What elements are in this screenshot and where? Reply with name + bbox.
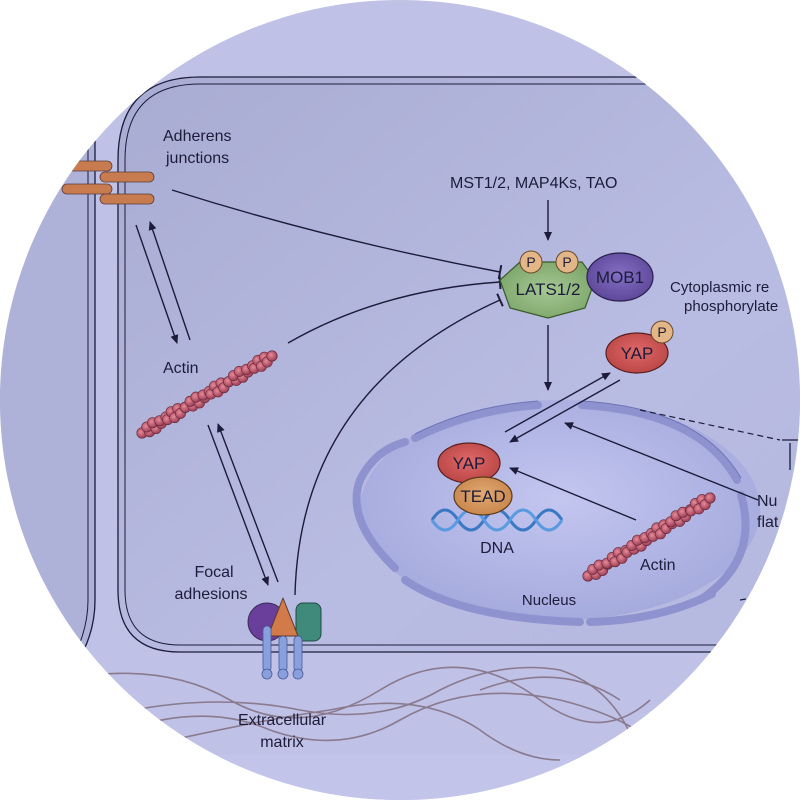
- phospho-lats-2: [555, 250, 579, 274]
- label-cytoplasmic-2: phosphorylate: [684, 298, 778, 315]
- dashed-guide-top: [639, 409, 781, 441]
- pathway-edges: [135, 189, 759, 596]
- yap-export: [504, 372, 611, 433]
- actin-to-junctions: [148, 221, 191, 341]
- yap-tead-complex: [437, 442, 513, 516]
- mob1-node: [586, 252, 654, 302]
- actin-inhibit-lats: [287, 274, 502, 344]
- label-yap-nuc: YAP: [453, 454, 486, 473]
- actin-filament-cytoplasm: [136, 350, 278, 439]
- label-dna: DNA: [480, 540, 514, 557]
- focal-to-actin: [217, 423, 279, 583]
- label-p-yap: P: [657, 324, 666, 340]
- focal-adhesion-inhibit-lats: [294, 293, 504, 596]
- flattening-to-import: [564, 422, 759, 501]
- yap-import: [509, 379, 621, 443]
- label-actin-nuc: Actin: [640, 557, 676, 574]
- lower-band: [0, 755, 800, 800]
- actin-to-focal: [207, 424, 269, 586]
- label-adherens-1: Adherens: [163, 128, 232, 145]
- tead-node: [453, 476, 513, 516]
- label-nuclear-flat-1: Nu: [757, 493, 777, 510]
- nuclear-envelope-outline: [414, 400, 742, 479]
- label-lats: LATS1/2: [516, 280, 581, 299]
- lats-complex: [499, 250, 654, 319]
- label-ecm-2: matrix: [260, 734, 304, 751]
- label-mob1: MOB1: [596, 268, 644, 287]
- junctions-to-actin: [135, 224, 179, 344]
- label-adherens-2: junctions: [165, 150, 229, 167]
- actin-bead: [704, 492, 716, 504]
- junctions-inhibit-lats: [171, 189, 503, 280]
- label-focal-2: adhesions: [175, 586, 248, 603]
- actin-bead: [266, 350, 278, 362]
- nuclear-envelope: [352, 401, 750, 626]
- yap-cytoplasm: [605, 320, 674, 374]
- phospho-yap: [650, 320, 674, 344]
- phospho-lats-1: [519, 250, 543, 274]
- label-upstream-kinases: MST1/2, MAP4Ks, TAO: [450, 175, 617, 192]
- flattening-bracket: [782, 439, 800, 470]
- label-tead: TEAD: [460, 487, 505, 506]
- ecm-fibers: [59, 666, 651, 761]
- label-nuclear-flat-2: flat: [757, 514, 779, 531]
- actin-filament-nucleus: [582, 492, 716, 582]
- label-cytoplasmic-1: Cytoplasmic re: [670, 279, 769, 296]
- label-nucleus: Nucleus: [522, 592, 576, 609]
- label-ecm-1: Extracellular: [238, 712, 327, 729]
- label-actin-cyto: Actin: [163, 360, 199, 377]
- label-p-2: P: [562, 254, 571, 270]
- focal-adhesion-complex: [247, 597, 322, 680]
- neighbour-cell: [0, 59, 96, 691]
- nuclear-actin-to-yap: [509, 467, 637, 521]
- label-focal-1: Focal: [194, 564, 233, 581]
- label-p-1: P: [526, 254, 535, 270]
- label-yap-cyto: YAP: [621, 344, 654, 363]
